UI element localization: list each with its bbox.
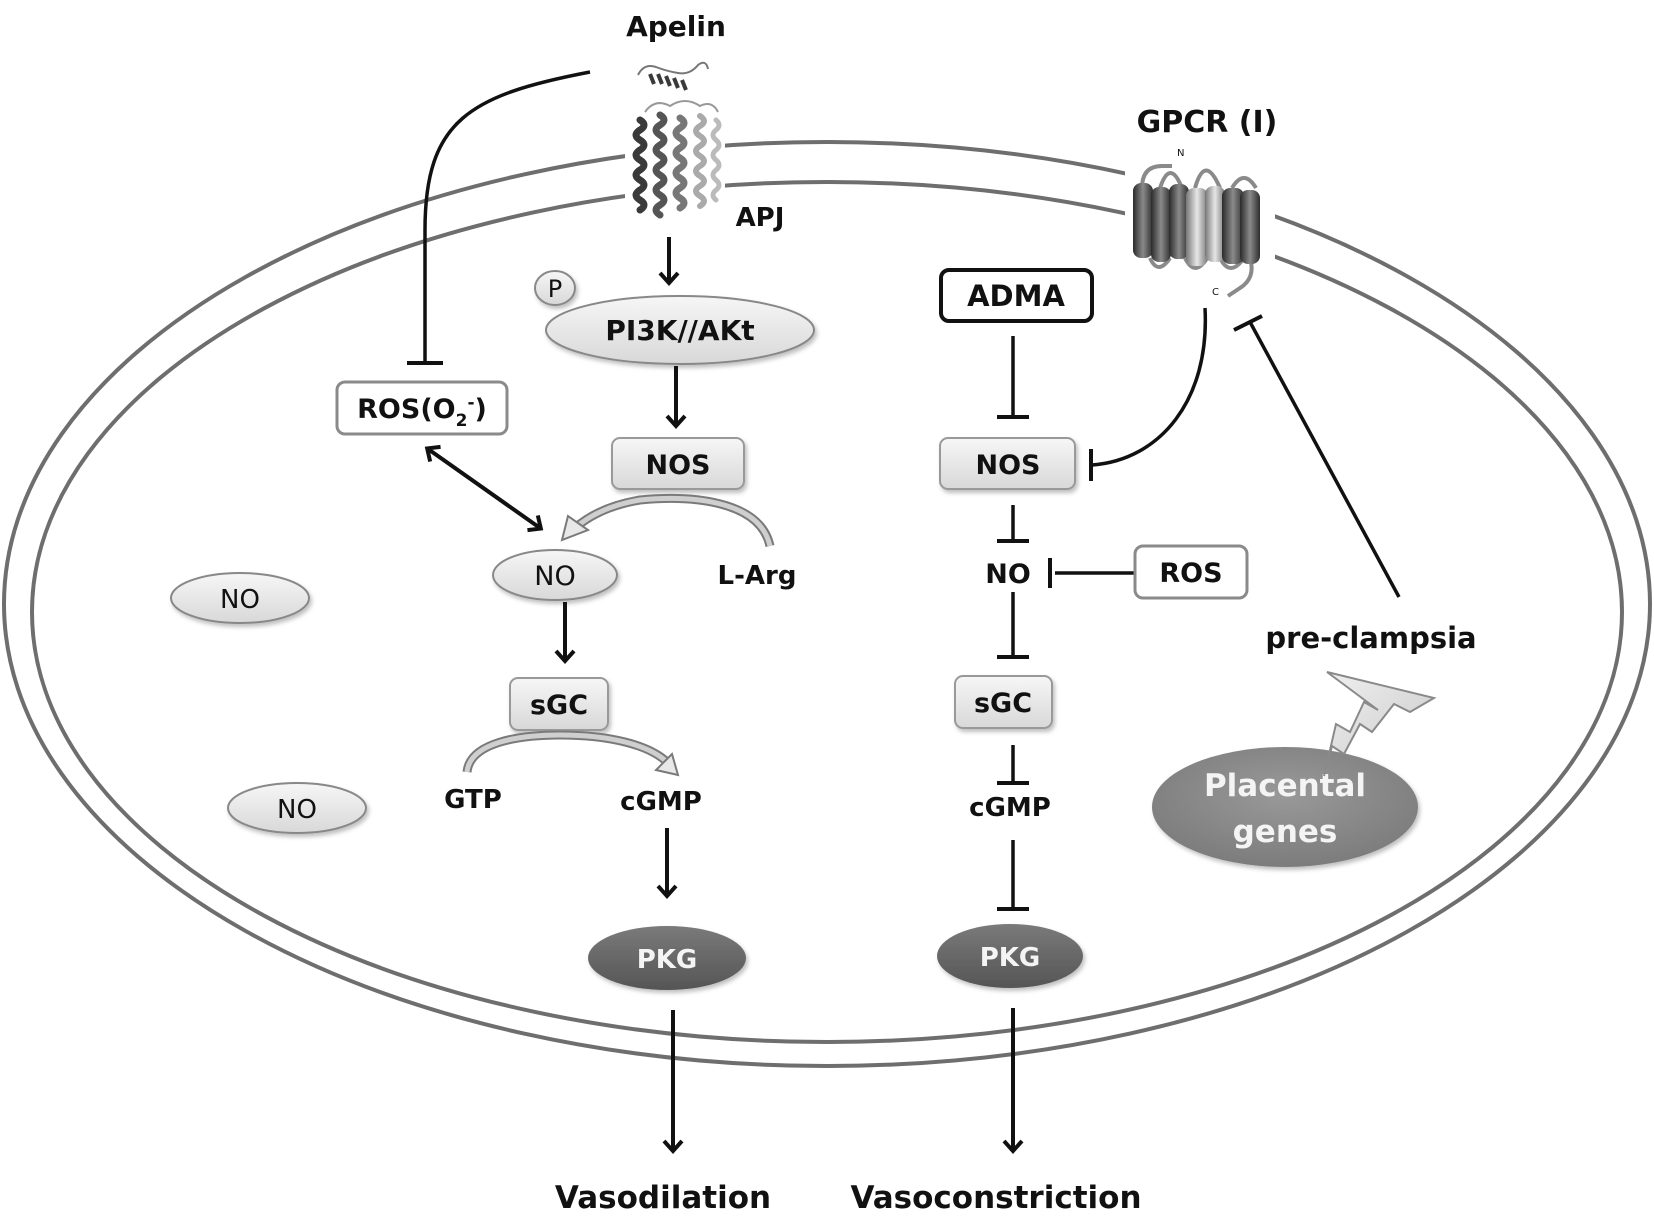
- svg-text:sGC: sGC: [530, 690, 588, 721]
- svg-text:P: P: [548, 275, 562, 303]
- apelin-inhibits-ros-edge: [407, 70, 591, 365]
- sgc-left-node: sGC: [509, 677, 609, 731]
- ros-superoxide-node: ROS(O2-): [335, 380, 509, 436]
- svg-text:PKG: PKG: [637, 945, 698, 975]
- svg-text:ROS: ROS: [1159, 558, 1222, 589]
- apelin-label: Apelin: [626, 10, 726, 43]
- pkg-left-node: PKG: [588, 926, 746, 990]
- free-no-node: NO: [170, 572, 310, 624]
- vasoconstriction-label: Vasoconstriction: [850, 1180, 1141, 1216]
- membrane-inner: [30, 180, 1624, 1044]
- preeclampsia-label: pre-clampsia: [1265, 621, 1476, 655]
- l-arg-to-no-conversion-arrow: [560, 494, 775, 548]
- cgmp-left-label: cGMP: [620, 787, 702, 817]
- cgmp-right-label: cGMP: [969, 793, 1051, 823]
- sgc-right-node: sGC: [954, 675, 1053, 729]
- no-right-label: NO: [985, 559, 1031, 590]
- svg-text:ROS(O2-): ROS(O2-): [357, 393, 487, 431]
- gtp-label: GTP: [444, 785, 502, 815]
- cell-membrane: [2, 140, 1652, 1068]
- lightning-bolt-icon: [1323, 671, 1437, 777]
- adma-node: ADMA: [939, 268, 1094, 323]
- svg-text:sGC: sGC: [974, 688, 1032, 719]
- svg-text:C: C: [1212, 287, 1219, 298]
- adma-inhibits-nos-edge: [997, 336, 1029, 419]
- svg-text:genes: genes: [1233, 814, 1338, 850]
- gpcr-label: GPCR (I): [1137, 105, 1278, 140]
- apj-receptor-icon: [625, 55, 725, 235]
- svg-text:NO: NO: [534, 561, 575, 592]
- svg-text:ADMA: ADMA: [967, 279, 1065, 313]
- phospho-badge: P: [534, 270, 576, 306]
- nos-inhibits-no-edge: [997, 505, 1029, 543]
- svg-text:NO: NO: [220, 585, 260, 615]
- apj-label: APJ: [736, 203, 785, 233]
- pi3k-akt-node: PI3K//AKt: [545, 295, 815, 365]
- ros-right-node: ROS: [1133, 544, 1249, 600]
- no-inhibits-sgc-edge: [997, 592, 1029, 659]
- gpcr-inhibits-nos-edge: [1089, 307, 1208, 481]
- placental-genes-node: Placental genes: [1152, 747, 1418, 867]
- svg-text:NO: NO: [277, 795, 317, 825]
- ros-inhibits-no-edge: [1048, 558, 1134, 588]
- membrane-outer: [2, 140, 1652, 1068]
- no-left-node: NO: [492, 549, 618, 601]
- svg-text:Placental: Placental: [1204, 768, 1366, 804]
- l-arg-label: L-Arg: [718, 561, 797, 591]
- pkg-right-node: PKG: [937, 924, 1083, 988]
- free-no-node: NO: [227, 782, 367, 834]
- gpcr-receptor-icon: N C: [1125, 145, 1275, 325]
- sgc-inhibits-cgmp-edge: [997, 745, 1029, 785]
- cgmp-inhibits-pkg-edge: [997, 840, 1029, 911]
- ros-no-bidirectional-arrow: [424, 444, 544, 533]
- nos-left-node: NOS: [611, 437, 745, 490]
- nos-right-node: NOS: [939, 437, 1076, 490]
- svg-text:PI3K//AKt: PI3K//AKt: [605, 314, 754, 347]
- svg-text:NOS: NOS: [646, 450, 711, 481]
- gtp-to-cgmp-conversion-arrow: [462, 730, 680, 777]
- svg-text:NOS: NOS: [976, 450, 1041, 481]
- svg-text:N: N: [1177, 148, 1184, 159]
- vasodilation-label: Vasodilation: [555, 1180, 771, 1216]
- preeclampsia-inhibits-gpcr-edge: [1233, 314, 1401, 598]
- svg-text:PKG: PKG: [980, 943, 1041, 973]
